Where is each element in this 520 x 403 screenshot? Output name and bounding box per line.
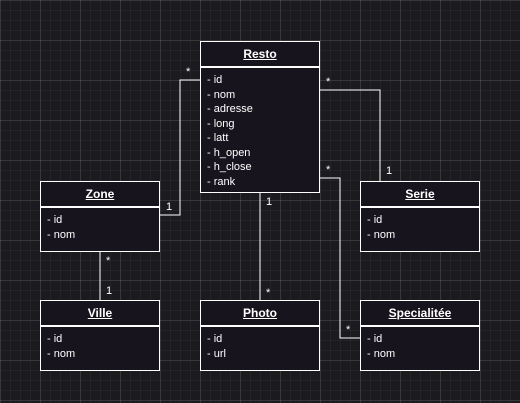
- link-resto-specialitee: [320, 177, 360, 339]
- link-resto-serie: [320, 89, 381, 181]
- attribute: - id: [47, 214, 63, 226]
- attribute: - nom: [47, 347, 76, 360]
- multiplicity-resto-serie: *: [326, 76, 331, 88]
- attribute: - nom: [367, 228, 396, 241]
- multiplicity-photo-resto: *: [266, 287, 271, 299]
- class-resto[interactable]: Resto - id - nom - adresse - long - latt…: [200, 41, 320, 193]
- multiplicity-resto-photo: 1: [266, 196, 273, 208]
- attribute: - id: [367, 333, 383, 345]
- class-photo[interactable]: Photo - id - url: [200, 300, 320, 371]
- class-zone[interactable]: Zone - id - nom: [40, 181, 160, 252]
- multiplicity-zone-ville: *: [106, 255, 111, 267]
- attribute: - nom: [47, 228, 76, 241]
- class-serie-title: Serie: [361, 182, 479, 208]
- attribute: - h_close: [207, 161, 252, 173]
- attribute: - id: [207, 74, 223, 86]
- multiplicity-serie-resto: 1: [386, 165, 393, 177]
- class-serie-attributes: - id - nom: [361, 208, 479, 242]
- link-resto-zone: [160, 79, 200, 216]
- class-resto-attributes: - id - nom - adresse - long - latt - h_o…: [201, 68, 319, 189]
- class-zone-attributes: - id - nom: [41, 208, 159, 242]
- attribute: - latt: [207, 132, 229, 144]
- class-ville-attributes: - id - nom: [41, 327, 159, 361]
- multiplicity-specialitee-resto: *: [346, 324, 351, 336]
- class-zone-title: Zone: [41, 182, 159, 208]
- attribute: - adresse: [207, 103, 253, 115]
- attribute: - url: [207, 347, 226, 360]
- attribute: - rank: [207, 175, 236, 188]
- class-specialitee-title: Specialitée: [361, 301, 479, 327]
- class-specialitee[interactable]: Specialitée - id - nom: [360, 300, 480, 371]
- class-photo-title: Photo: [201, 301, 319, 327]
- attribute: - h_open: [207, 146, 251, 159]
- class-ville-title: Ville: [41, 301, 159, 327]
- attribute: - nom: [207, 88, 236, 101]
- multiplicity-resto-zone: *: [186, 66, 191, 78]
- class-resto-title: Resto: [201, 42, 319, 68]
- attribute: - long: [207, 117, 235, 130]
- attribute: - id: [47, 333, 63, 345]
- class-photo-attributes: - id - url: [201, 327, 319, 361]
- class-serie[interactable]: Serie - id - nom: [360, 181, 480, 252]
- attribute: - id: [207, 333, 223, 345]
- multiplicity-resto-specialitee: *: [326, 164, 331, 176]
- multiplicity-zone-resto: 1: [166, 201, 173, 213]
- attribute: - nom: [367, 347, 396, 360]
- multiplicity-ville-zone: 1: [106, 285, 113, 297]
- class-specialitee-attributes: - id - nom: [361, 327, 479, 361]
- class-ville[interactable]: Ville - id - nom: [40, 300, 160, 371]
- attribute: - id: [367, 214, 383, 226]
